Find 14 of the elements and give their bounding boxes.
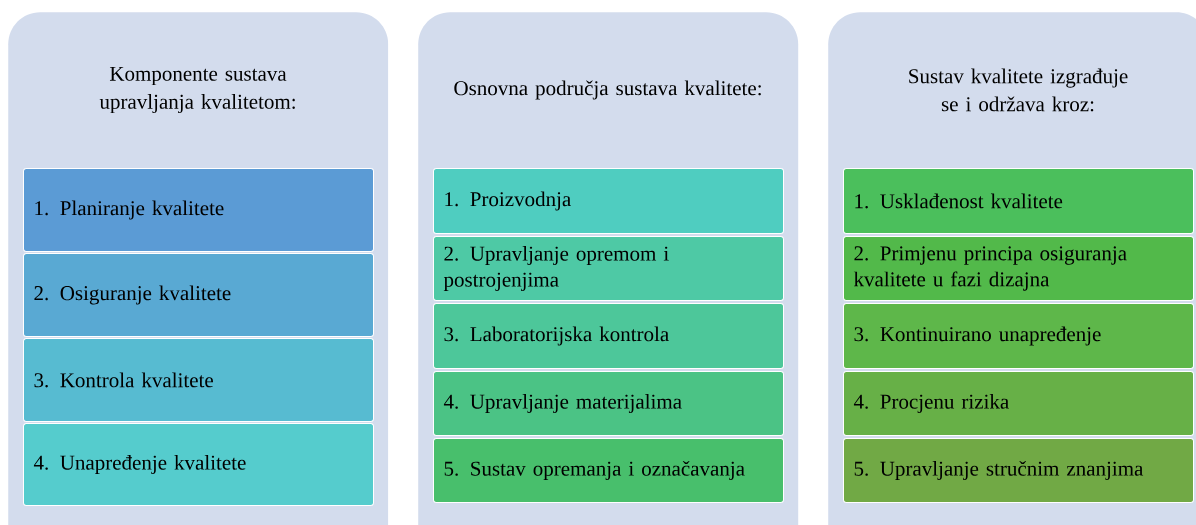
list-box: 3. Kontinuirano unapređenje	[843, 303, 1194, 369]
list-box: 3. Laboratorijska kontrola	[433, 303, 784, 369]
list-box: 4. Unapređenje kvalitete	[23, 423, 374, 506]
list-box: 2. Upravljanje opremom i postrojenjima	[433, 236, 784, 301]
list-box: 4. Upravljanje materijalima	[433, 371, 784, 436]
list-box: 5. Upravljanje stručnim znanjima	[843, 438, 1194, 503]
list-box: 1. Planiranje kvalitete	[23, 168, 374, 252]
list-box: 1. Proizvodnja	[433, 168, 784, 234]
list-box: 4. Procjenu rizika	[843, 371, 1194, 436]
list-box: 1. Usklađenost kvalitete	[843, 168, 1194, 234]
list-box: 5. Sustav opremanja i označavanja	[433, 438, 784, 503]
list-box: 2. Primjenu principa osiguranja kvalitete u fazi dizajna	[843, 236, 1194, 301]
list-box: 2. Osiguranje kvalitete	[23, 253, 374, 337]
list-box: 3. Kontrola kvalitete	[23, 338, 374, 422]
